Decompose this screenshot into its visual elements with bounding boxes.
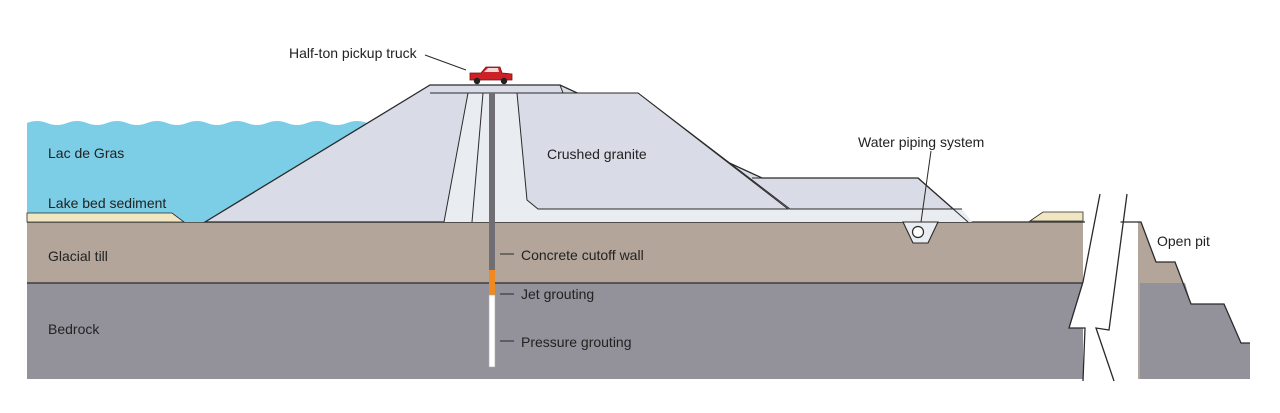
lake-label: Lac de Gras xyxy=(48,145,124,161)
open-pit-edge xyxy=(1100,221,1250,344)
truck-leader xyxy=(424,54,467,71)
water-piping-leader xyxy=(920,150,932,223)
inner-filter-line xyxy=(471,92,484,223)
lake-sediment-label: Lake bed sediment xyxy=(48,195,166,211)
pressure-grouting-label: Pressure grouting xyxy=(521,334,632,350)
water-piping-label: Water piping system xyxy=(858,134,984,150)
open-pit-bedrock xyxy=(1140,283,1250,379)
open-pit-label: Open pit xyxy=(1157,233,1210,249)
pit-side-sediment xyxy=(1028,211,1084,222)
concrete-cutoff-wall xyxy=(489,93,495,270)
section-break xyxy=(1069,194,1127,381)
jet-grouting-zone xyxy=(489,270,495,295)
bedrock-label: Bedrock xyxy=(48,321,100,337)
lake-water xyxy=(27,121,367,222)
break-line-left xyxy=(1068,193,1101,382)
pickup-truck-icon xyxy=(469,66,513,85)
crushed-granite-label: Crushed granite xyxy=(547,146,647,162)
inner-granite-wedge xyxy=(516,92,790,210)
glacial-till-layer xyxy=(27,222,1083,283)
truck-label: Half-ton pickup truck xyxy=(289,45,418,61)
bedrock-layer xyxy=(27,283,1083,379)
lake-bed-sediment xyxy=(26,212,186,223)
cutoff-wall-label: Concrete cutoff wall xyxy=(521,247,644,263)
pressure-grouting-zone xyxy=(488,294,496,368)
break-line-right xyxy=(1095,193,1128,382)
water-pipe-icon xyxy=(911,225,925,239)
glacial-till-label: Glacial till xyxy=(48,248,108,264)
jet-grouting-label: Jet grouting xyxy=(521,286,594,302)
